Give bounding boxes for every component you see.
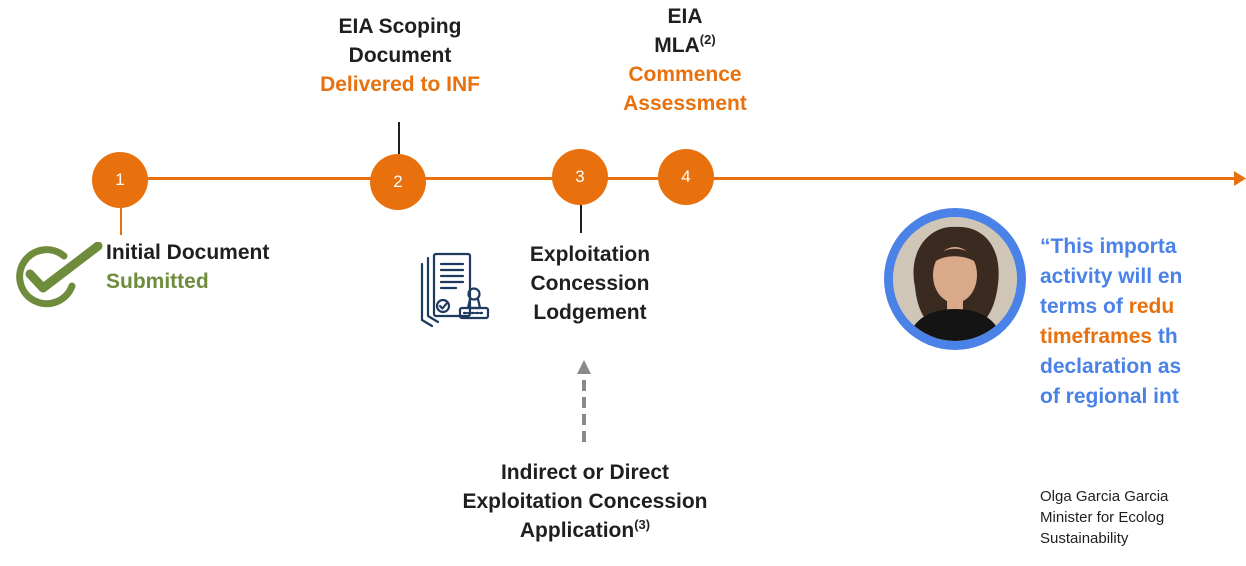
quote-line6: of regional int — [1040, 385, 1179, 408]
attribution-role-line1: Minister for Ecolog — [1040, 509, 1165, 526]
quote-text: “This importa activity will en terms of … — [1040, 232, 1246, 412]
step2-status: Delivered to INF — [320, 73, 480, 96]
attribution-name: Olga Garcia Garcia — [1040, 488, 1169, 505]
quote-line5: declaration as — [1040, 355, 1182, 378]
step1-label: Initial Document Submitted — [106, 238, 346, 296]
step2-label: EIA Scoping Document Delivered to INF — [290, 12, 510, 99]
timeline-node-3: 3 — [552, 149, 608, 205]
step2-title-line1: EIA Scoping — [338, 15, 462, 38]
step1-status: Submitted — [106, 270, 209, 293]
application-line1: Indirect or Direct — [500, 461, 670, 484]
step4-line2: MLA(2) — [654, 32, 716, 57]
step4-status-line1: Commence — [628, 63, 742, 86]
connector-step2 — [398, 122, 400, 154]
quote-line3: terms of redu — [1040, 295, 1175, 318]
step4-line1: EIA — [667, 5, 703, 28]
timeline-node-4: 4 — [658, 149, 714, 205]
timeline-node-1: 1 — [92, 152, 148, 208]
application-line3: Application(3) — [519, 517, 651, 542]
step4-label: EIA MLA(2) Commence Assessment — [580, 2, 790, 118]
step3-line3: Lodgement — [533, 301, 647, 324]
portrait-avatar — [884, 208, 1026, 350]
document-stamp-icon — [420, 252, 490, 328]
attribution-role-line2: Sustainability — [1040, 530, 1129, 547]
step4-status-line2: Assessment — [623, 92, 747, 115]
step3-line2: Concession — [530, 272, 650, 295]
quote-line2: activity will en — [1040, 265, 1183, 288]
step1-title: Initial Document — [106, 241, 270, 264]
application-line2: Exploitation Concession — [462, 490, 708, 513]
quote-attribution: Olga Garcia Garcia Minister for Ecolog S… — [1040, 486, 1246, 549]
timeline-node-2: 2 — [370, 154, 426, 210]
step3-line1: Exploitation — [529, 243, 651, 266]
connector-step3 — [580, 205, 582, 233]
dashed-up-arrow-icon — [577, 360, 591, 442]
quote-line1: “This importa — [1040, 235, 1177, 258]
timeline-arrowhead — [1234, 171, 1246, 186]
quote-line4: timeframes th — [1040, 325, 1178, 348]
connector-step1 — [120, 205, 122, 235]
check-icon — [16, 242, 103, 308]
application-label: Indirect or Direct Exploitation Concessi… — [395, 458, 775, 545]
step2-title-line2: Document — [348, 44, 452, 67]
portrait-image — [893, 217, 1017, 341]
step3-label: Exploitation Concession Lodgement — [490, 240, 690, 327]
